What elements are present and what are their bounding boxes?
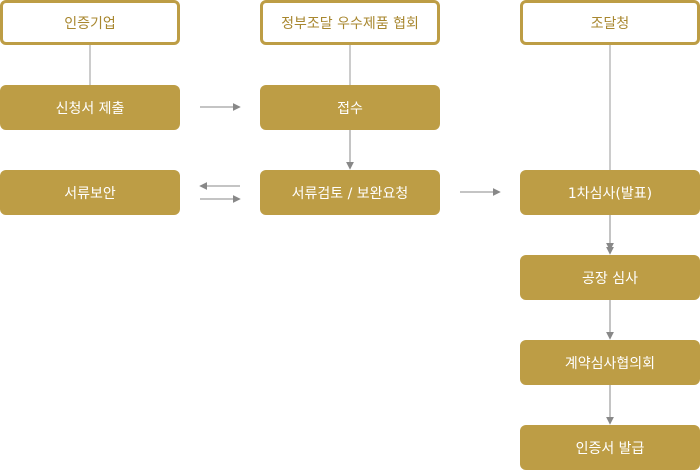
step-first-review: 1차심사(발표): [520, 170, 700, 215]
step-factory-inspection: 공장 심사: [520, 255, 700, 300]
association-column-title: 정부조달 우수제품 협회: [281, 15, 419, 32]
step-document-review: 서류검토 / 보완요청: [260, 170, 440, 215]
step-label: 공장 심사: [582, 270, 638, 287]
step-submit-application: 신청서 제출: [0, 85, 180, 130]
step-label: 접수: [337, 100, 363, 117]
step-label: 서류검토 / 보완요청: [291, 185, 409, 202]
step-label: 계약심사협의회: [564, 355, 656, 372]
step-contract-council: 계약심사협의회: [520, 340, 700, 385]
step-label: 1차심사(발표): [567, 185, 653, 202]
association-column-header: 정부조달 우수제품 협회: [260, 0, 440, 45]
company-column-title: 인증기업: [64, 15, 116, 32]
agency-column-header: 조달청: [520, 0, 700, 45]
company-column-header: 인증기업: [0, 0, 180, 45]
step-label: 인증서 발급: [575, 440, 645, 457]
agency-column-title: 조달청: [590, 15, 630, 32]
step-receipt: 접수: [260, 85, 440, 130]
step-document-supplement: 서류보안: [0, 170, 180, 215]
step-label: 서류보안: [64, 185, 116, 202]
step-certificate-issuance: 인증서 발급: [520, 425, 700, 470]
step-label: 신청서 제출: [55, 100, 125, 117]
